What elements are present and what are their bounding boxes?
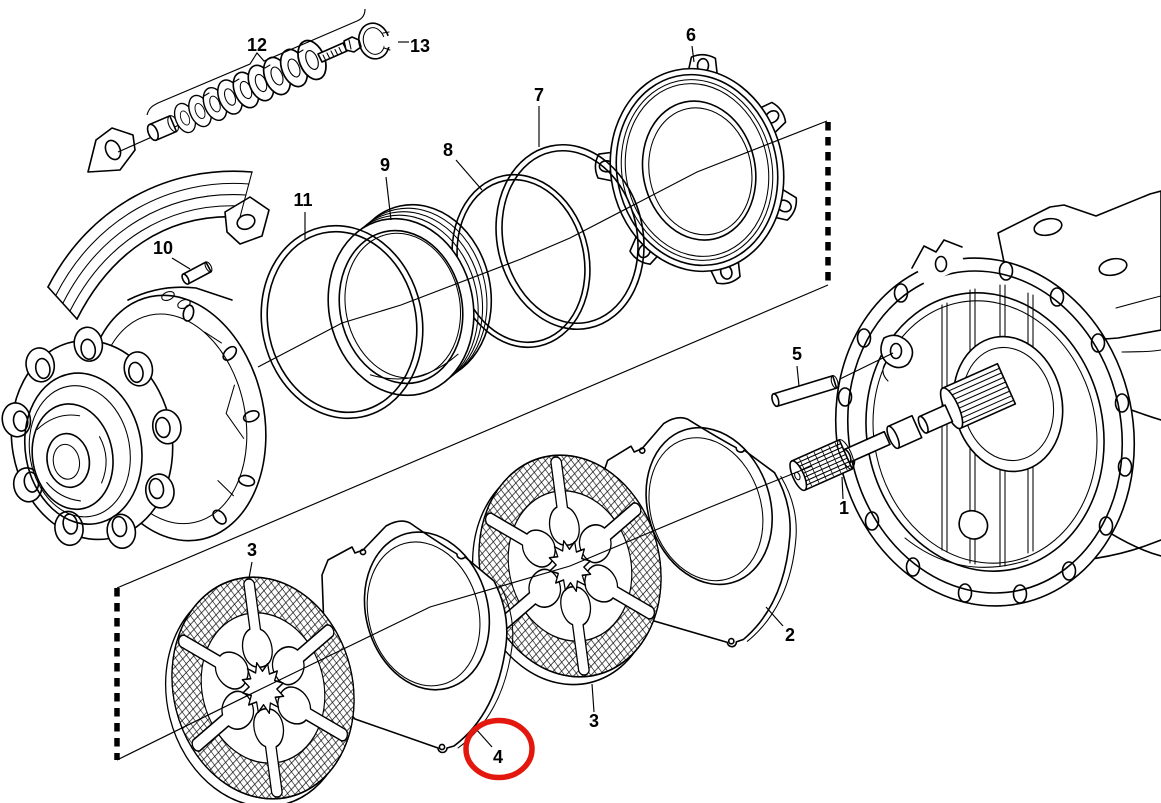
section-boundary bbox=[114, 122, 831, 760]
leader-lines bbox=[146, 8, 844, 748]
callout-2[interactable]: 2 bbox=[785, 625, 795, 645]
snap-ring-part13 bbox=[357, 22, 396, 60]
flange-notch bbox=[911, 238, 967, 286]
housing-fragment bbox=[47, 127, 270, 320]
pin-part5 bbox=[771, 374, 839, 408]
wheel-hub bbox=[1, 286, 267, 550]
centerline-ring-stack bbox=[257, 120, 828, 368]
callout-12[interactable]: 12 bbox=[247, 35, 267, 55]
callout-4[interactable]: 4 bbox=[493, 747, 503, 767]
wear-ring-part9 bbox=[327, 203, 493, 397]
callout-6[interactable]: 6 bbox=[686, 25, 696, 45]
pin5-alignment-line bbox=[839, 352, 894, 380]
callout-9[interactable]: 9 bbox=[380, 155, 390, 175]
coupling-part1 bbox=[789, 439, 855, 492]
cover-part6 bbox=[594, 53, 798, 285]
callout-5[interactable]: 5 bbox=[792, 344, 802, 364]
centerline-disc-stack bbox=[116, 465, 813, 761]
callout-13[interactable]: 13 bbox=[410, 36, 430, 56]
pin-part10 bbox=[181, 261, 213, 285]
ring-part7 bbox=[495, 143, 645, 331]
callout-7[interactable]: 7 bbox=[534, 85, 544, 105]
washer-stack-part12 bbox=[117, 35, 362, 153]
callout-8[interactable]: 8 bbox=[443, 140, 453, 160]
highlight-circle bbox=[463, 717, 535, 781]
callout-3-left[interactable]: 3 bbox=[247, 540, 257, 560]
bolt bbox=[317, 36, 362, 63]
callout-11[interactable]: 11 bbox=[293, 190, 312, 210]
axle-shaft bbox=[842, 362, 1017, 464]
callout-1[interactable]: 1 bbox=[839, 498, 849, 518]
callout-10[interactable]: 10 bbox=[153, 238, 173, 258]
callout-3-right[interactable]: 3 bbox=[589, 711, 599, 731]
callout-labels: 1 2 3 3 4 5 6 7 8 9 10 11 12 13 bbox=[153, 25, 849, 767]
